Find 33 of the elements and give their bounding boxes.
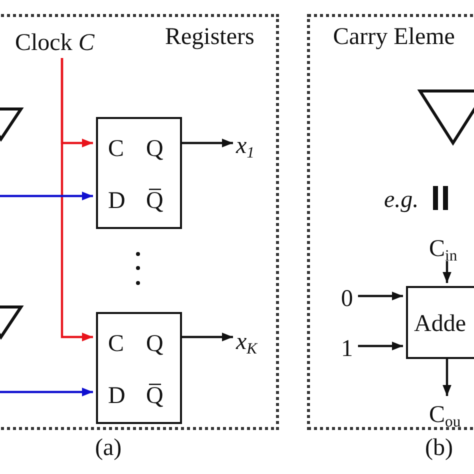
panel-heading: Carry Eleme — [333, 25, 455, 49]
pin-label: Q̅ — [146, 189, 164, 213]
arrow — [358, 342, 403, 350]
pin-label: Q — [146, 137, 164, 161]
panel-caption: (a) — [95, 436, 122, 460]
arrow — [0, 192, 93, 200]
signal-label: Clock C — [15, 25, 121, 61]
adder-label: Adde — [414, 312, 466, 336]
panel-frame — [307, 14, 474, 430]
pin-label: D — [108, 384, 126, 408]
register-box — [96, 312, 182, 424]
signal-label: C$_{ou}$ — [429, 399, 474, 431]
panel-heading: Registers — [165, 25, 254, 49]
arrow — [358, 292, 403, 300]
signal-label: C$_{in}$ — [429, 234, 474, 264]
pin-label: Q̅ — [146, 384, 164, 408]
note-text: e.g. — [384, 188, 419, 212]
signal-label: 1 — [341, 336, 361, 362]
pin-label: D — [108, 189, 126, 213]
adder-box — [406, 286, 474, 359]
arrow — [60, 58, 93, 342]
panel-frame — [0, 14, 279, 430]
signal-label: x$_{1}$ — [236, 131, 270, 161]
register-box — [96, 117, 182, 229]
panel-caption: (b) — [425, 436, 453, 460]
arrow — [0, 388, 93, 396]
pin-label: Q — [146, 332, 164, 356]
pin-label: C — [108, 332, 124, 356]
signal-label: x$_{K}$ — [236, 325, 276, 359]
pin-label: C — [108, 137, 124, 161]
arrow — [442, 261, 452, 283]
triangle-symbol — [420, 91, 474, 143]
signal-label: 0 — [341, 286, 361, 312]
